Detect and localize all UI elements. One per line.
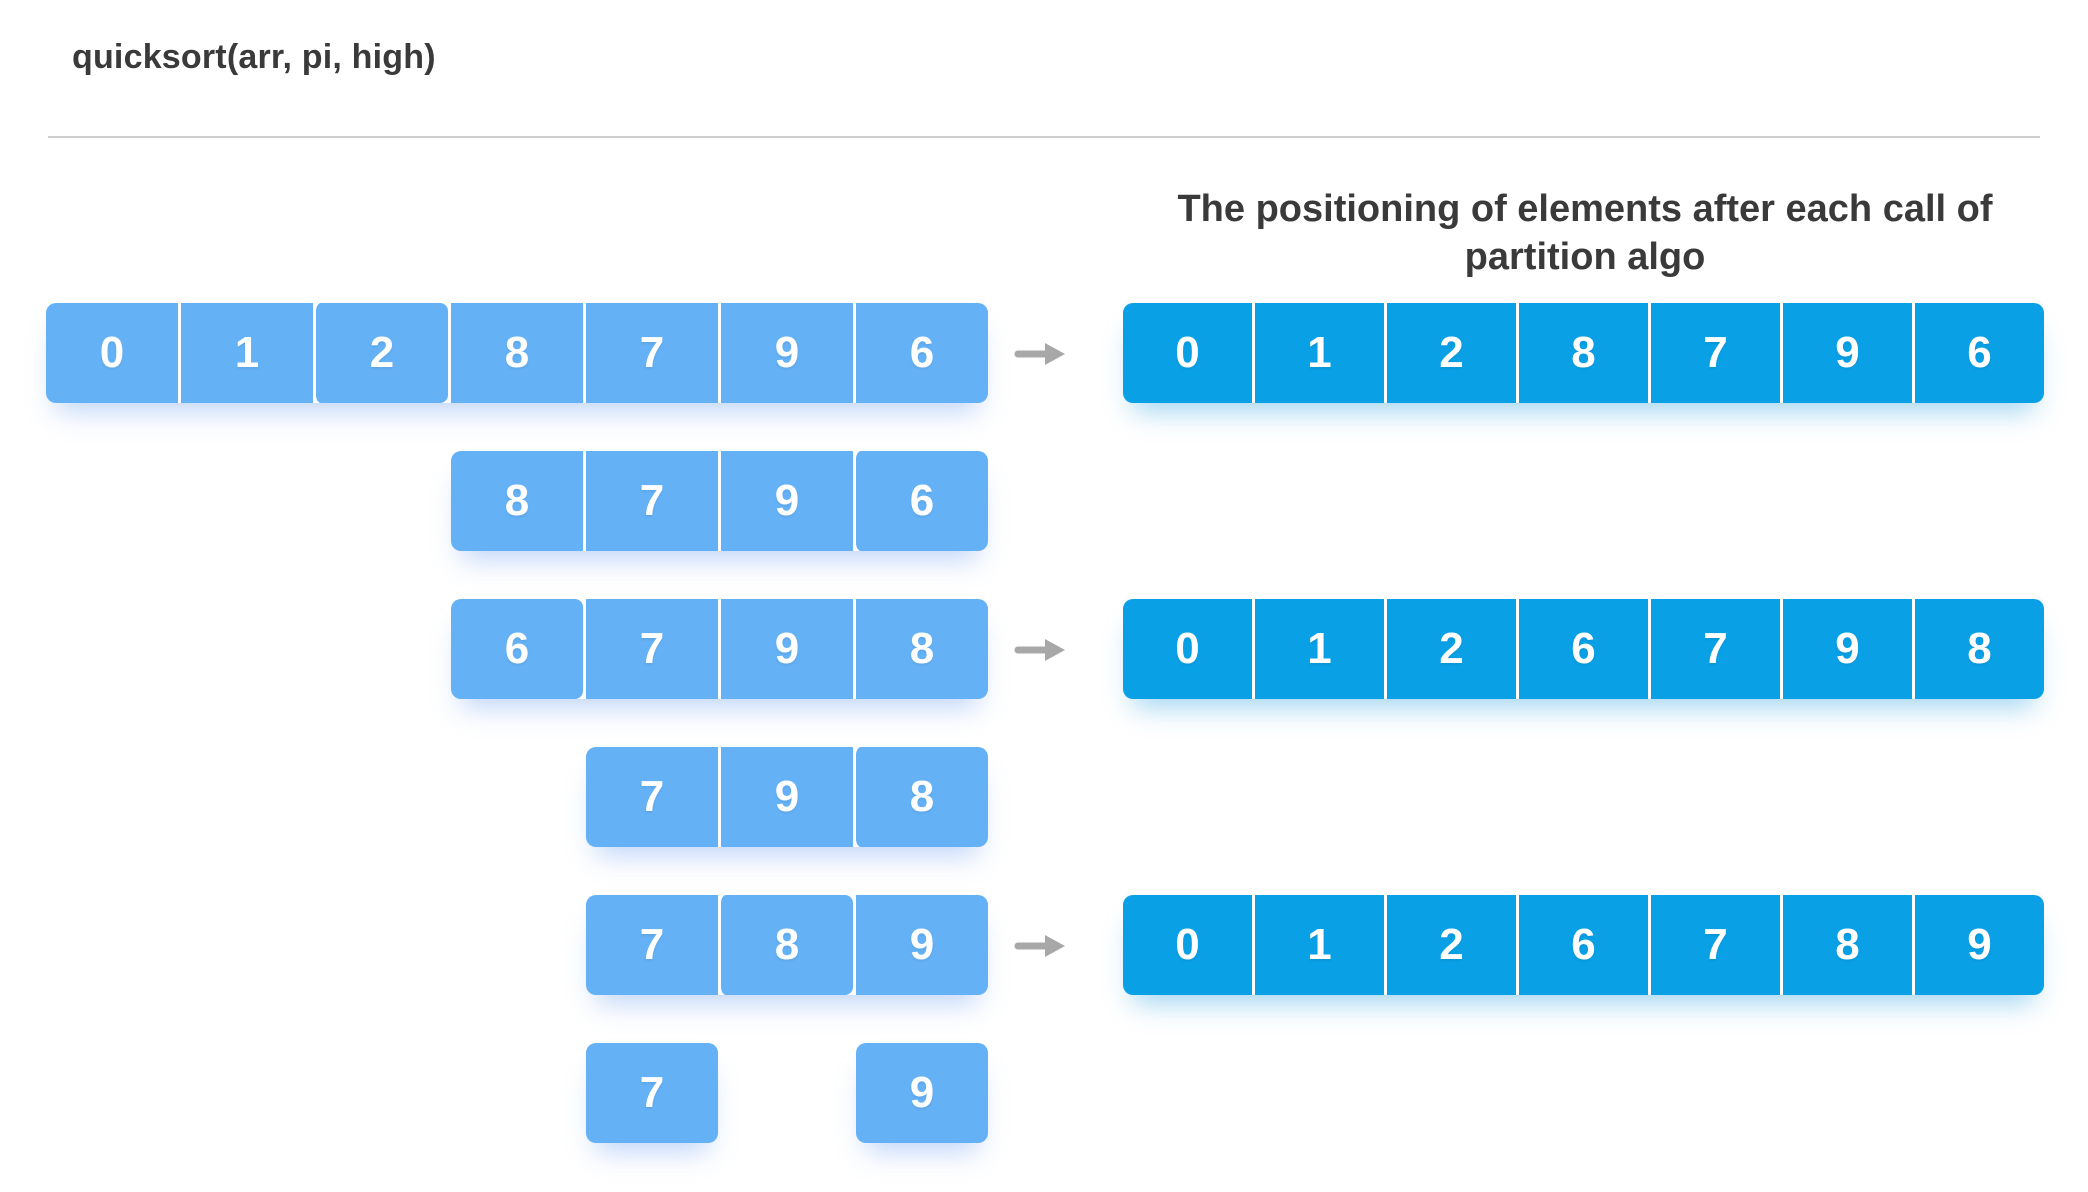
array-bar-call-2: 8 7 9 6 <box>451 451 988 551</box>
pivot-cell: 6 <box>451 599 583 699</box>
arrow-right-icon <box>1014 932 1068 960</box>
page-title: quicksort(arr, pi, high) <box>72 38 436 76</box>
array-cell: 6 <box>1516 895 1648 995</box>
array-bar-call-1: 0 1 2 8 7 9 6 <box>46 303 988 403</box>
leaf-cell: 7 <box>586 1043 718 1143</box>
pivot-cell: 6 <box>853 451 988 551</box>
array-cell: 8 <box>1912 599 2044 699</box>
array-cell: 9 <box>718 747 853 847</box>
pivot-cell: 2 <box>313 303 448 403</box>
array-cell: 7 <box>583 303 718 403</box>
array-cell: 9 <box>718 451 853 551</box>
array-cell: 9 <box>853 895 988 995</box>
array-cell: 1 <box>1252 303 1384 403</box>
array-cell: 0 <box>46 303 178 403</box>
divider <box>48 136 2040 138</box>
arrow-right-icon <box>1014 636 1068 664</box>
arrow-right-icon <box>1014 340 1068 368</box>
array-cell: 0 <box>1123 303 1252 403</box>
array-cell: 2 <box>1384 895 1516 995</box>
array-cell: 2 <box>1384 303 1516 403</box>
array-cell: 9 <box>718 303 853 403</box>
array-cell: 7 <box>1648 303 1780 403</box>
leaf-cell: 9 <box>856 1043 988 1143</box>
array-cell: 0 <box>1123 599 1252 699</box>
array-cell: 1 <box>1252 895 1384 995</box>
result-bar-partition-3: 0 1 2 6 7 8 9 <box>1123 895 2044 995</box>
array-cell: 7 <box>583 599 718 699</box>
array-cell: 8 <box>853 599 988 699</box>
array-cell: 0 <box>1123 895 1252 995</box>
array-cell: 7 <box>583 451 718 551</box>
array-cell: 8 <box>1780 895 1912 995</box>
array-cell: 8 <box>1516 303 1648 403</box>
array-cell: 9 <box>1780 599 1912 699</box>
pivot-cell: 8 <box>853 747 988 847</box>
array-cell: 6 <box>1516 599 1648 699</box>
array-bar-call-5: 7 8 9 <box>586 895 988 995</box>
array-cell: 1 <box>1252 599 1384 699</box>
array-cell: 7 <box>586 747 718 847</box>
array-cell: 7 <box>1648 895 1780 995</box>
array-cell: 1 <box>178 303 313 403</box>
result-bar-partition-1: 0 1 2 8 7 9 6 <box>1123 303 2044 403</box>
array-cell: 6 <box>1912 303 2044 403</box>
array-cell: 7 <box>1648 599 1780 699</box>
array-cell: 7 <box>586 895 718 995</box>
array-cell: 6 <box>853 303 988 403</box>
array-cell: 9 <box>1912 895 2044 995</box>
pivot-cell: 8 <box>718 895 853 995</box>
array-cell: 9 <box>718 599 853 699</box>
partition-heading: The positioning of elements after each c… <box>1177 188 1993 278</box>
result-bar-partition-2: 0 1 2 6 7 9 8 <box>1123 599 2044 699</box>
array-bar-call-3: 6 7 9 8 <box>451 599 988 699</box>
array-cell: 2 <box>1384 599 1516 699</box>
array-cell: 9 <box>1780 303 1912 403</box>
array-bar-call-4: 7 9 8 <box>586 747 988 847</box>
array-cell: 8 <box>448 303 583 403</box>
array-cell: 8 <box>451 451 583 551</box>
